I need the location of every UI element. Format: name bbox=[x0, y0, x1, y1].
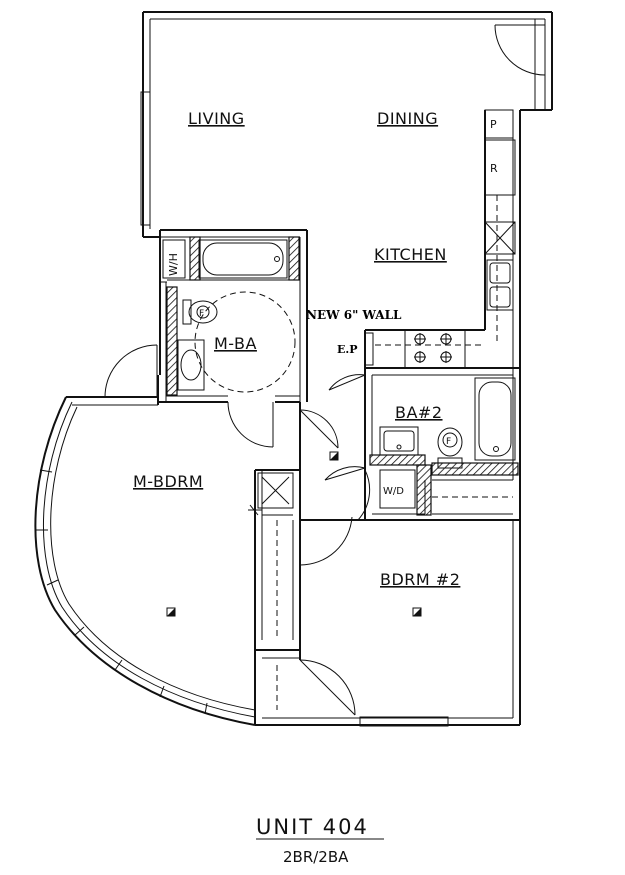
refrigerator-label: R bbox=[490, 162, 498, 175]
unit-title: UNIT 404 bbox=[256, 815, 369, 839]
new-walls-hatched bbox=[166, 236, 519, 516]
master-bath-fixtures: W/H F bbox=[162, 239, 296, 393]
cooktop-burners bbox=[414, 333, 452, 363]
smoke-detector-icon bbox=[329, 451, 339, 461]
ep-label: E.P bbox=[337, 343, 358, 356]
pantry-label: P bbox=[490, 118, 497, 131]
room-label-kitchen: KITCHEN bbox=[374, 245, 447, 264]
curved-window-wall bbox=[34, 396, 256, 726]
room-label-dining: DINING bbox=[377, 109, 438, 128]
room-label-master-bath: M-BA bbox=[214, 334, 257, 353]
room-label-master-bedroom: M-BDRM bbox=[133, 472, 203, 491]
new-wall-note: NEW 6" WALL bbox=[306, 308, 402, 322]
doors bbox=[104, 19, 546, 716]
toilet-icon-2: F bbox=[446, 437, 451, 447]
unit-subtitle: 2BR/2BA bbox=[283, 848, 349, 866]
smoke-detector-icon bbox=[412, 607, 422, 617]
smoke-detector-icon bbox=[166, 607, 176, 617]
room-label-bath2: BA#2 bbox=[395, 403, 443, 422]
interior-walls bbox=[157, 110, 520, 725]
kitchen-fixtures: P R bbox=[364, 109, 516, 369]
room-label-bedroom2: BDRM #2 bbox=[380, 570, 460, 589]
exterior-walls bbox=[140, 11, 553, 727]
wd-label: W/D bbox=[383, 486, 404, 497]
smoke-detectors bbox=[166, 451, 422, 617]
bath2-fixtures: F W/D bbox=[379, 377, 516, 509]
toilet-icon: F bbox=[199, 309, 204, 319]
hall-fixtures bbox=[248, 472, 294, 516]
room-label-living: LIVING bbox=[188, 109, 245, 128]
wh-label: W/H bbox=[167, 253, 180, 276]
